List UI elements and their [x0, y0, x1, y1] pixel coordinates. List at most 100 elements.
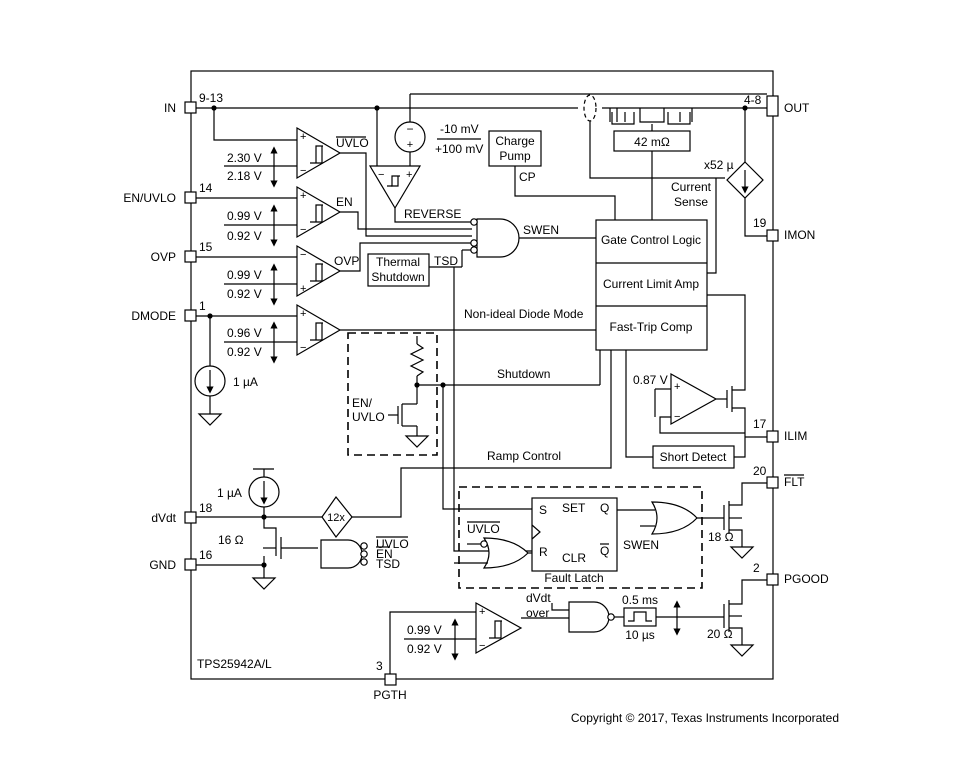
pin-out-label: OUT: [784, 101, 810, 115]
pin-ilim: ILIM 17: [753, 417, 807, 443]
pin-flt: FLT 20: [753, 464, 805, 489]
svg-text:−: −: [300, 224, 306, 236]
current-sense-label-1: Current: [671, 180, 712, 194]
current-sense-gain: x52 µ: [704, 158, 734, 172]
shutdown-en-label-1: EN/: [352, 396, 373, 410]
shutdown-mosfet: [388, 403, 430, 448]
pin-ovp-number: 15: [199, 240, 213, 254]
pin-pgth-label: PGTH: [373, 688, 406, 702]
latch-uvlo-label: UVLO: [467, 522, 500, 536]
r18-label: 18 Ω: [708, 530, 734, 544]
svg-text:+: +: [300, 308, 306, 320]
latch-r-label: R: [539, 545, 548, 559]
body-diode: [583, 94, 597, 122]
svg-text:−: −: [674, 411, 680, 423]
charge-pump-label-2: Pump: [499, 149, 531, 163]
dvdt-current-source: 1 µA: [217, 468, 280, 508]
pin-ilim-number: 17: [753, 417, 767, 431]
current-limit-label: Current Limit Amp: [603, 277, 699, 291]
pin-flt-number: 20: [753, 464, 767, 478]
svg-text:+: +: [674, 381, 680, 393]
thermal-label-1: Thermal: [376, 255, 420, 269]
pin-imon-number: 19: [753, 216, 767, 230]
reset-or-gate: [480, 537, 529, 569]
svg-text:−: −: [406, 122, 413, 136]
svg-text:+: +: [406, 169, 412, 181]
deglitch-rise-label: 0.5 ms: [622, 593, 658, 607]
short-detect-label: Short Detect: [660, 450, 727, 464]
nand-tsd-label: TSD: [376, 557, 400, 571]
copyright-notice: Copyright © 2017, Texas Instruments Inco…: [571, 711, 839, 725]
fault-latch-area: [458, 486, 703, 589]
shutdown-label: Shutdown: [497, 367, 550, 381]
resistor-42m-label: 42 mΩ: [634, 135, 670, 149]
uvlo-threshold-low: 2.18 V: [227, 169, 262, 183]
pin-in: IN 9-13: [164, 91, 223, 115]
dmode-comparator: + −: [296, 303, 342, 357]
shutdown-switch-area: [347, 332, 438, 456]
reverse-voltage-source: − + -10 mV +100 mV: [394, 121, 483, 156]
en-threshold-high: 0.99 V: [227, 209, 262, 223]
control-block-stack: Gate Control Logic Current Limit Amp Fas…: [595, 219, 708, 351]
reverse-threshold-neg: -10 mV: [440, 122, 479, 136]
svg-text:−: −: [300, 342, 306, 354]
pin-dmode-label: DMODE: [131, 309, 176, 323]
dmode-threshold-high: 0.96 V: [227, 326, 262, 340]
ground-icon: [404, 435, 430, 448]
deglitch-fall-label: 10 µs: [625, 628, 655, 642]
pin-pgth: PGTH 3: [373, 659, 406, 702]
pin-in-label: IN: [164, 101, 176, 115]
device-name: TPS25942A/L: [197, 657, 272, 671]
pg-comparator: + −: [475, 601, 523, 655]
tsd-label: TSD: [434, 254, 458, 268]
dvdt-over-label-1: dVdt: [526, 591, 551, 605]
pin-dvdt-label: dVdt: [151, 511, 176, 525]
pin-pgth-number: 3: [376, 659, 383, 673]
pgood-mosfet: 20 Ω: [707, 579, 767, 657]
pin-out-number: 4-8: [744, 93, 762, 107]
dmode-current-label: 1 µA: [233, 375, 258, 389]
pin-out: OUT 4-8: [744, 93, 810, 117]
uvlo-comparator: + −: [296, 126, 342, 180]
non-ideal-diode-label: Non-ideal Diode Mode: [464, 307, 584, 321]
pin-flt-label: FLT: [784, 475, 805, 489]
pin-gnd: GND 16: [149, 548, 212, 572]
pin-dvdt-number: 18: [199, 501, 213, 515]
dvdt-current-label: 1 µA: [217, 486, 242, 500]
power-mosfet: 42 mΩ: [609, 108, 693, 152]
discharge-nand-gate: [320, 539, 368, 569]
en-output-label: EN: [336, 195, 353, 209]
ground-icon: [197, 413, 223, 426]
current-sense-source: x52 µ Current Sense: [671, 158, 764, 209]
dvdt-over-label-2: over: [526, 606, 549, 620]
uvlo-threshold-high: 2.30 V: [227, 151, 262, 165]
pin-imon: IMON 19: [753, 216, 815, 242]
ramp-control-label: Ramp Control: [487, 449, 561, 463]
fault-latch-label: Fault Latch: [544, 571, 603, 585]
en-threshold: 0.99 V 0.92 V: [224, 204, 297, 247]
pg-threshold: 0.99 V 0.92 V: [404, 618, 476, 661]
pin-dmode-number: 1: [199, 299, 206, 313]
pg-threshold-high: 0.99 V: [407, 623, 442, 637]
gate-control-label: Gate Control Logic: [601, 233, 701, 247]
en-threshold-low: 0.92 V: [227, 229, 262, 243]
ilim-amplifier: + − 0.87 V: [633, 372, 718, 426]
ground-icon: [251, 577, 277, 590]
latch-qbar-label: Q: [600, 544, 609, 558]
ground-icon: [729, 644, 755, 657]
reverse-label: REVERSE: [404, 207, 461, 221]
dmode-threshold-low: 0.92 V: [227, 345, 262, 359]
pin-en-uvlo-label: EN/UVLO: [123, 191, 176, 205]
sr-latch: S SET Q R CLR Q: [531, 497, 618, 572]
swen-and-gate: [470, 218, 520, 258]
pin-in-number: 9-13: [199, 91, 223, 105]
svg-text:−: −: [378, 169, 384, 181]
ovp-threshold-high: 0.99 V: [227, 268, 262, 282]
latch-s-label: S: [539, 503, 547, 517]
nand-en-label: EN: [376, 547, 393, 561]
svg-text:+: +: [479, 606, 485, 618]
pin-ovp: OVP 15: [151, 240, 213, 264]
latch-clr-label: CLR: [562, 551, 586, 565]
flt-mosfet: 18 Ω: [708, 482, 767, 559]
